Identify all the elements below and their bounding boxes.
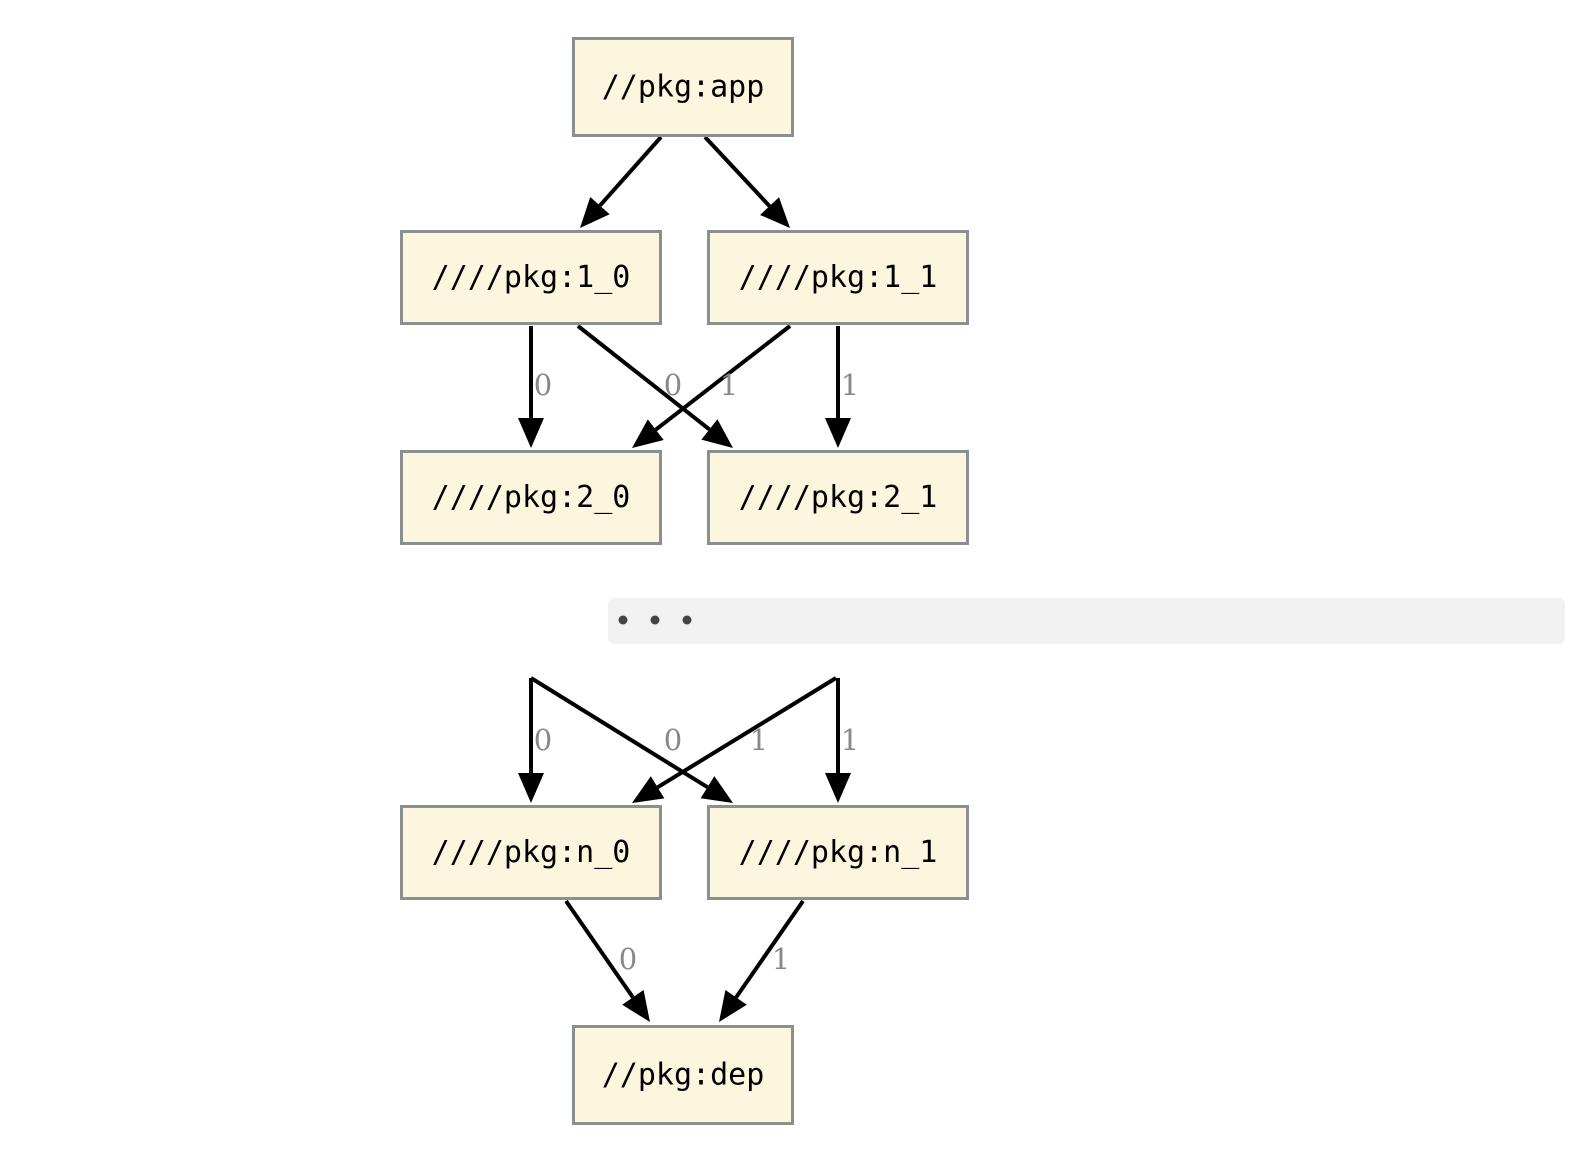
node-label: ////pkg:1_1 [739,260,938,295]
edge-e-1_1-2_0: 1 [632,324,792,448]
node-label: //pkg:app [602,70,765,105]
node-app[interactable]: //pkg:app [572,37,794,137]
edge-e-1_0-2_1: 0 [576,324,733,448]
edge-arrowhead [825,418,851,448]
node-box[interactable] [400,230,662,325]
edge-label: 0 [664,368,682,402]
node-nn_0[interactable]: ////pkg:n_0 [400,805,662,900]
node-box[interactable] [400,805,662,900]
node-n1_1[interactable]: ////pkg:1_1 [707,230,969,325]
edge-arrowhead [518,773,544,803]
node-box[interactable] [572,1025,794,1125]
node-label: ////pkg:1_0 [432,260,631,295]
node-dep[interactable]: //pkg:dep [572,1025,794,1125]
node-box[interactable] [572,37,794,137]
node-n2_1[interactable]: ////pkg:2_1 [707,450,969,545]
nodes-layer: //pkg:app ////pkg:1_0 ////pkg:1_1 ////pkg:2… [400,37,969,1125]
edge-line [734,899,805,999]
edge-line [564,899,635,999]
node-n1_0[interactable]: ////pkg:1_0 [400,230,662,325]
edge-e-1_0-2_0: 0 [518,326,552,448]
edge-arrowhead [632,776,665,803]
node-label: ////pkg:2_0 [432,480,631,515]
node-label: //pkg:dep [602,1058,765,1093]
edge-label: 1 [720,368,738,402]
edge-e-cut-n_1b: 1 [825,678,859,803]
edge-label: 1 [750,723,768,757]
edge-label: 1 [841,368,859,402]
edge-e-n_1-dep: 1 [719,899,805,1022]
node-nn_1[interactable]: ////pkg:n_1 [707,805,969,900]
edge-line [654,324,792,432]
node-label: ////pkg:n_1 [739,835,938,870]
edge-label: 0 [664,723,682,757]
edge-e-1_1-2_1: 1 [825,326,859,448]
edge-e-cut-n_1a: 0 [529,676,733,803]
edge-e-app-1_1 [703,135,790,228]
node-box[interactable] [707,450,969,545]
node-box[interactable] [707,805,969,900]
ellipsis-dot-0 [618,615,628,625]
ellipsis-dot-1 [650,615,660,625]
edge-label: 1 [841,723,859,757]
node-label: ////pkg:n_0 [432,835,631,870]
edge-line [576,324,711,432]
edge-line [598,135,663,207]
edge-arrowhead [760,197,790,228]
edge-e-cut-n_0: 0 [518,678,552,803]
edge-label: 1 [772,942,790,976]
edge-e-app-1_0 [580,135,663,228]
edge-e-n_0-dep: 0 [564,899,650,1022]
node-n2_0[interactable]: ////pkg:2_0 [400,450,662,545]
node-box[interactable] [400,450,662,545]
edge-arrowhead [825,773,851,803]
edges-layer: 0 0 1 1 0 0 1 1 0 1 [518,135,859,1022]
edge-line [703,135,771,208]
edge-arrowhead [719,989,747,1022]
edge-label: 0 [534,368,552,402]
edge-arrowhead [518,418,544,448]
node-label: ////pkg:2_1 [739,480,938,515]
truncation-ellipsis-layer [608,598,1565,644]
edge-label: 0 [534,723,552,757]
edge-line [529,676,709,789]
ellipsis-dot-2 [682,615,692,625]
edge-arrowhead [580,196,610,228]
edge-label: 0 [619,942,637,976]
edge-arrowhead [632,419,664,448]
edge-arrowhead [701,419,733,448]
edge-e-cut-n_0b: 1 [632,676,838,803]
truncation-band [608,598,1565,644]
node-box[interactable] [707,230,969,325]
edge-arrowhead [700,776,733,803]
edge-line [656,676,838,790]
edge-arrowhead [622,989,650,1022]
